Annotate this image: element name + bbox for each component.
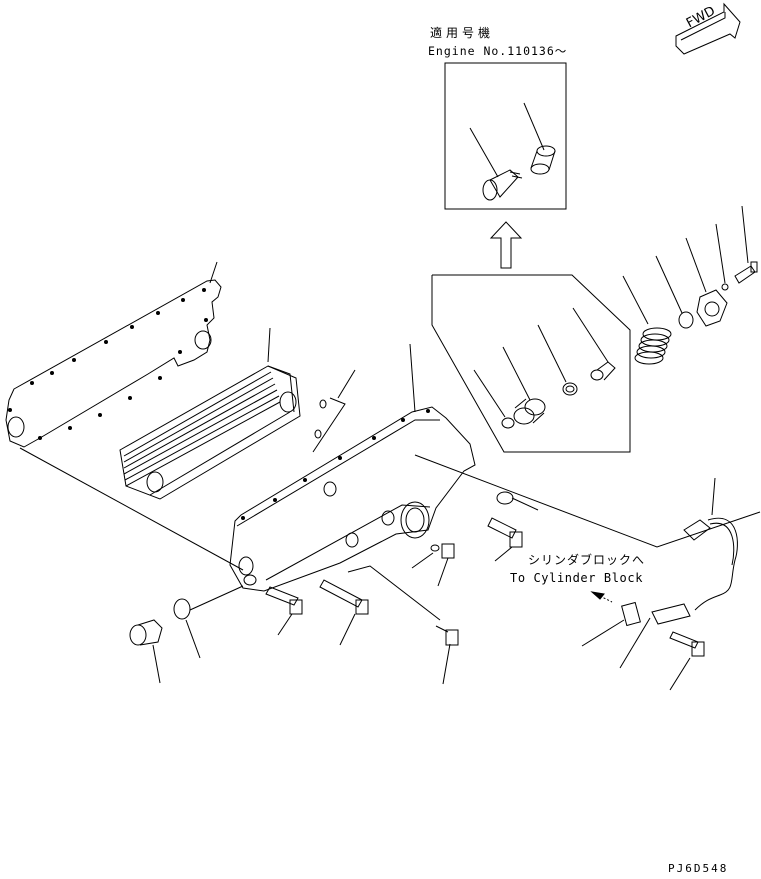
new-bushing-part xyxy=(524,103,555,174)
bolt-c-part xyxy=(436,626,458,684)
leader-lines xyxy=(20,448,760,620)
up-arrow-icon xyxy=(491,222,521,268)
sensor-sleeve-part xyxy=(582,603,640,646)
applicability-label-en: Engine No.110136〜 xyxy=(428,44,568,58)
oil-cooler-element-part xyxy=(120,328,300,499)
bolt-a-part xyxy=(266,587,302,635)
cylinder-block-label-jp: シリンダブロックへ xyxy=(528,553,646,567)
spring-part xyxy=(623,276,671,364)
bolt-part xyxy=(735,206,757,283)
cylinder-block-arrow-icon xyxy=(592,592,612,602)
forward-arrow-icon xyxy=(676,4,740,54)
current-parts-group xyxy=(432,275,630,452)
sensor-bolt-part xyxy=(670,632,704,690)
bolt-b-part xyxy=(320,580,368,645)
cooler-o-rings xyxy=(313,370,355,452)
cover-plate-part xyxy=(686,238,727,326)
new-fitting-part xyxy=(470,128,522,200)
nut-part xyxy=(497,492,538,510)
cylinder-block-label-en: To Cylinder Block xyxy=(510,571,644,585)
sensor-clip-part xyxy=(620,604,690,668)
washer-part xyxy=(716,224,728,290)
oil-cooler-cover-part xyxy=(230,344,475,591)
drawing-code: PJ6D548 xyxy=(668,862,729,875)
plug-part xyxy=(130,620,162,683)
gasket-part xyxy=(6,262,221,447)
bolt-d-part xyxy=(488,518,522,561)
applicability-label-jp: 適用号機 xyxy=(430,26,495,40)
temperature-sensor-part xyxy=(684,478,737,610)
applicability-box xyxy=(445,63,566,268)
o-ring-part xyxy=(656,256,693,328)
small-washer-part xyxy=(412,544,454,586)
plug-gasket-part xyxy=(174,599,200,658)
